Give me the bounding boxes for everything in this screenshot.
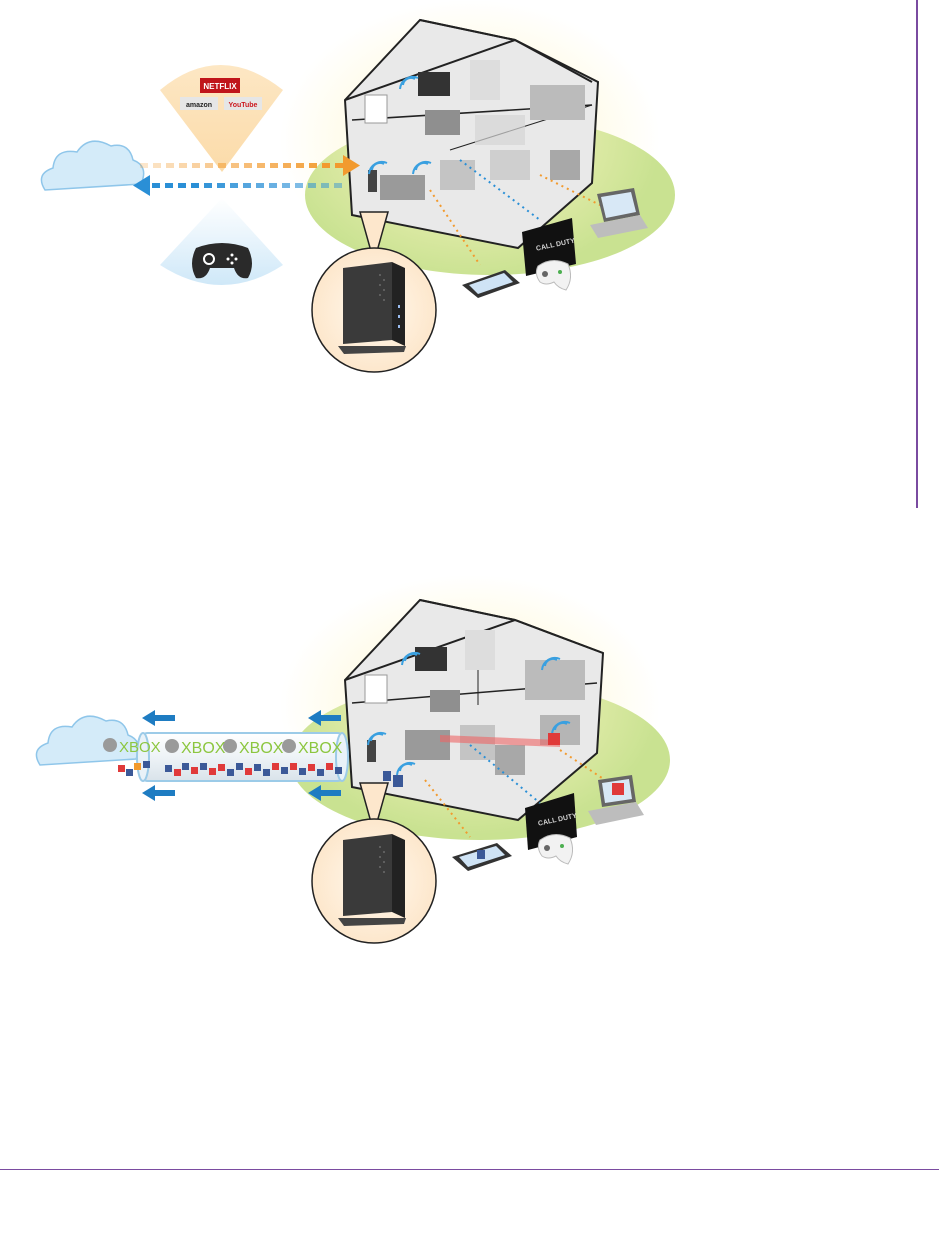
tablet-icon <box>452 843 512 871</box>
facebook-icon <box>383 771 391 781</box>
facebook-icon <box>393 775 403 787</box>
youtube-icon <box>612 783 624 795</box>
xbox-label: XBOX <box>119 739 161 756</box>
controller-icon <box>538 834 572 864</box>
netflix-label: NETFLIX <box>203 82 237 91</box>
facebook-icon <box>477 850 485 859</box>
network-diagram-bottom: CALL DUTY <box>0 575 939 955</box>
network-diagram-top: CALL DUTY NETFLIX amazon <box>0 0 939 390</box>
controller-icon <box>536 260 570 290</box>
tv-upstairs <box>418 72 450 96</box>
gaming-bubble <box>160 198 283 285</box>
xbox-label: XBOX <box>181 740 226 757</box>
tv-upstairs <box>415 647 447 671</box>
youtube-icon <box>548 733 560 745</box>
xbox-label: XBOX <box>239 740 284 757</box>
streaming-services-bubble: NETFLIX amazon YouTube <box>160 65 283 172</box>
cloud-icon <box>41 141 143 190</box>
amazon-label: amazon <box>186 102 212 109</box>
footer-rule <box>0 1169 939 1170</box>
xbox-label: XBOX <box>298 740 343 757</box>
youtube-label: YouTube <box>229 102 258 109</box>
